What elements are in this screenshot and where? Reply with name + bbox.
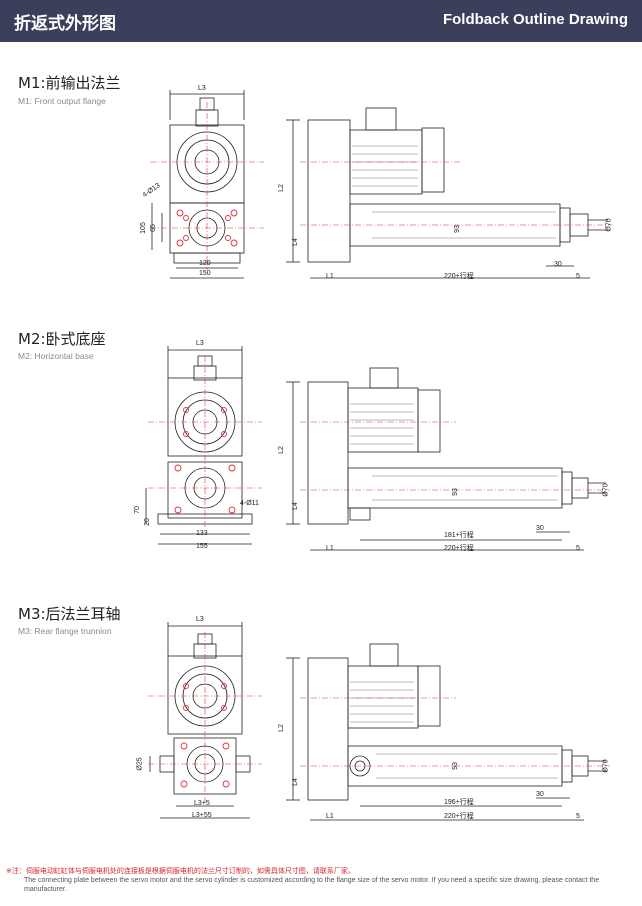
m2-dim-stroke: 220+行程 [444,545,474,552]
header-title-cn: 折返式外形图 [14,14,116,34]
m2-dim-l2: L2 [277,446,285,454]
m2-dim-30: 30 [536,525,544,532]
section-m2-subtitle: M2: Horizontal base [18,351,94,361]
m3-dim-93: 93 [451,762,459,770]
m2-dim-stroke181: 181+行程 [444,532,474,539]
section-m3-subtitle: M3: Rear flange trunnion [18,626,112,636]
m3-dim-l3p55: L3+55 [192,812,212,819]
m1-dim-105: 105 [139,222,147,234]
m2-dim-l4: L4 [291,502,299,510]
section-m1-title: M1:前输出法兰 [18,74,121,92]
header-title-en: Foldback Outline Drawing [442,11,628,28]
m2-dim-l3: L3 [196,340,204,347]
m2-dim-20: 20 [143,518,151,526]
page-header: 折返式外形图 Foldback Outline Drawing [0,0,642,42]
m1-dim-phi70: Ø70 [605,218,613,232]
m3-dim-phi70: Ø70 [602,759,610,773]
m2-dim-5: 5 [576,545,580,552]
m3-dim-30: 30 [536,791,544,798]
m1-dim-l4: L4 [291,238,299,246]
m3-dim-l1: L1 [326,813,334,820]
m3-dim-phi25: Ø25 [136,757,144,771]
section-m1-subtitle: M1: Front output flange [18,96,106,106]
drawing-m1-svg [150,90,612,279]
m1-dim-65: 65 [149,224,157,232]
drawing-m3: L3 Ø25 L3+5 L3+55 L2 L4 L1 196+行程 220+行程… [0,612,642,842]
m2-dim-155: 155 [196,543,208,550]
m1-dim-stroke: 220+行程 [444,273,474,280]
m3-dim-l3p5: L3+5 [194,800,210,807]
m3-dim-l3: L3 [196,616,204,623]
footnote-cn: ※注：伺服电动缸缸体与伺服电机处的连接板是根据伺服电机的法兰尺寸订制的，如需具体… [6,867,355,875]
m2-dim-l1: L1 [326,545,334,552]
section-m2-title: M2:卧式底座 [18,330,106,348]
m2-dim-phi70: Ø70 [602,483,610,497]
drawing-m2: L3 4-Ø11 70 20 133 155 L2 L4 L1 181+行程 2… [0,338,642,568]
drawing-m3-svg [148,622,610,821]
m1-dim-l3: L3 [198,85,206,92]
m2-dim-hole: 4-Ø11 [240,500,259,507]
drawing-m1: L3 4-Ø13 105 65 120 150 L2 L4 L1 220+行程 … [0,80,642,310]
m1-dim-l1: L1 [326,273,334,280]
drawing-m2-svg [145,346,610,551]
footnote-en: The connecting plate between the servo m… [24,877,600,893]
m1-dim-5: 5 [576,273,580,280]
section-m3-title: M3:后法兰耳轴 [18,605,121,623]
m3-dim-stroke: 220+行程 [444,813,474,820]
m1-dim-93: 93 [453,225,461,233]
m2-dim-93: 93 [451,488,459,496]
m1-dim-30: 30 [554,261,562,268]
m1-dim-150: 150 [199,270,211,277]
m3-dim-5: 5 [576,813,580,820]
m1-dim-l2: L2 [277,184,285,192]
m3-dim-stroke196: 196+行程 [444,799,474,806]
m2-dim-133: 133 [196,530,208,537]
m1-dim-120: 120 [199,260,211,267]
footnote: ※注：伺服电动缸缸体与伺服电机处的连接板是根据伺服电机的法兰尺寸订制的，如需具体… [6,867,616,894]
m2-dim-70: 70 [133,506,141,514]
m3-dim-l4: L4 [291,778,299,786]
m3-dim-l2: L2 [277,724,285,732]
